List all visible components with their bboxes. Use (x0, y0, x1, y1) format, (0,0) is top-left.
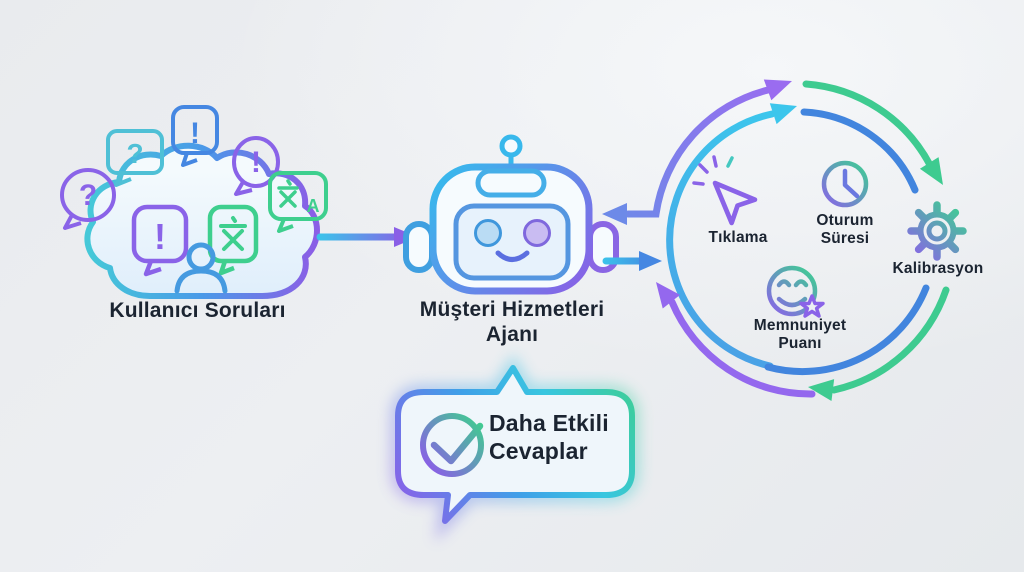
agent-label: Müşteri Hizmetleri Ajanı (419, 298, 605, 346)
calibration-label: Kalibrasyon (892, 260, 984, 277)
cloud-label: Kullanıcı Soruları (109, 299, 286, 322)
svg-text:A: A (307, 196, 320, 216)
question-bubble-icon: ? (106, 129, 164, 187)
cursor-click-icon (692, 155, 758, 226)
translate-bubble-icon (207, 204, 259, 276)
result-label: Daha Etkili Cevaplar (489, 410, 609, 465)
click-label: Tıklama (708, 229, 768, 246)
smiley-star-icon (766, 265, 825, 318)
cloud-icon (84, 142, 320, 299)
clock-icon (821, 160, 869, 208)
result-bubble-icon (390, 353, 640, 543)
cycle-arc-blue-icon (764, 284, 930, 376)
svg-text:!: ! (154, 216, 166, 257)
cycle-arc-green-icon (808, 286, 950, 401)
exclamation-bubble-icon: ! (131, 204, 189, 277)
svg-text:!: ! (251, 146, 261, 179)
cycle-arc-cyan-icon (666, 103, 797, 370)
svg-text:!: ! (190, 117, 200, 150)
exclamation-bubble-icon: ! (171, 105, 219, 167)
robot-icon (403, 134, 619, 295)
gear-icon (907, 201, 967, 261)
session-duration-label: Oturum Süresi (816, 212, 874, 248)
cycle-arc-purple-icon (602, 79, 792, 225)
feedback-cycle-group (602, 79, 967, 401)
user-questions-cloud-group: ? ! ? ! A (60, 105, 328, 299)
arrow-agent-to-cycle-icon (602, 251, 662, 271)
cycle-arc-blue-icon (800, 108, 919, 194)
svg-text:?: ? (126, 138, 143, 169)
exclamation-bubble-icon: ! (232, 136, 280, 196)
cycle-arc-purple-icon (656, 282, 816, 398)
translate-bubble-icon: A (268, 171, 328, 233)
satisfaction-score-label: Memnuniyet Puanı (753, 317, 847, 353)
cycle-arc-green-icon (802, 80, 943, 185)
question-bubble-icon: ? (60, 168, 116, 230)
user-icon (174, 242, 228, 294)
svg-text:?: ? (79, 179, 97, 212)
checkmark-circle-icon (420, 413, 484, 477)
